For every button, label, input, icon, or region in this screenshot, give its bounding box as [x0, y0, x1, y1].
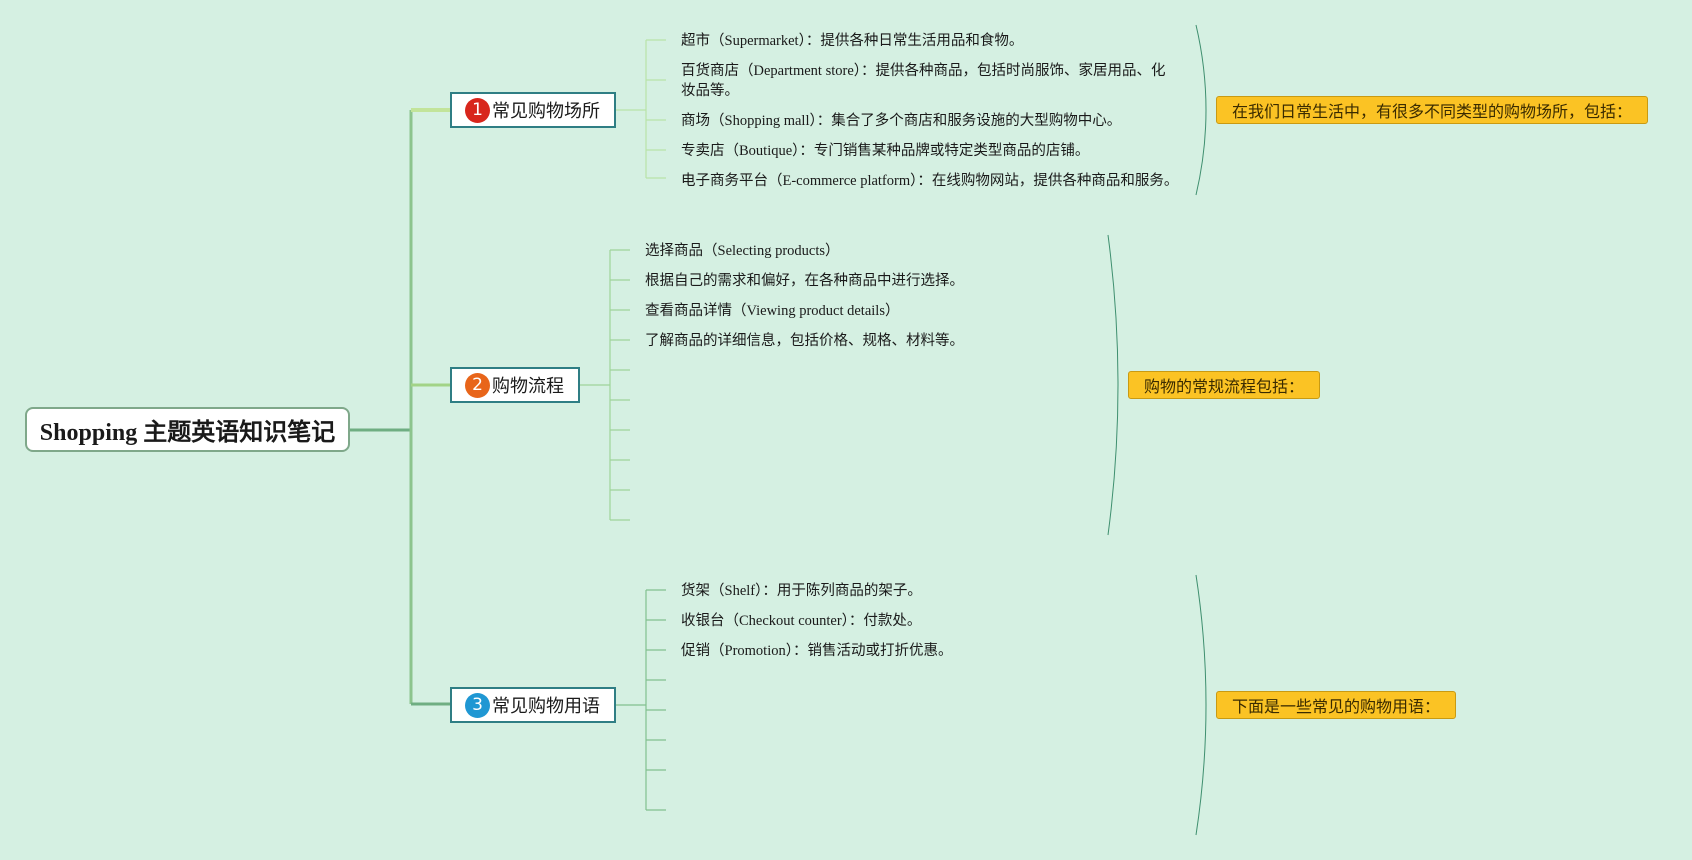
number-2-badge-icon: 2 [465, 372, 490, 398]
branch-2-topic[interactable]: 2 购物流程 [450, 367, 580, 403]
branch-3-item-1[interactable]: 货架（Shelf）：用于陈列商品的架子。 [681, 583, 922, 599]
branch-1-topic[interactable]: 1 常见购物场所 [450, 92, 616, 128]
branch-1-leaf-lines [616, 39, 666, 179]
number-1-badge-icon: 1 [465, 97, 490, 123]
summary-brace-2 [1107, 234, 1119, 536]
branch-3-label: 常见购物用语 [492, 696, 600, 717]
branch-2-summary[interactable]: 购物的常规流程包括： [1128, 371, 1321, 399]
branch-1-item-2[interactable]: 百货商店（Department store）：提供各种商品，包括时尚服饰、家居用… [681, 63, 1166, 99]
branch-1-item-1[interactable]: 超市（Supermarket）：提供各种日常生活用品和食物。 [681, 33, 1024, 49]
branch-3-item-3[interactable]: 促销（Promotion）：销售活动或打折优惠。 [681, 643, 953, 659]
branch-3-summary[interactable]: 下面是一些常见的购物用语： [1216, 691, 1457, 719]
summary-brace-1 [1195, 24, 1207, 196]
root-topic[interactable]: Shopping 主题英语知识笔记 [25, 407, 350, 452]
branch-1-item-3[interactable]: 商场（Shopping mall）：集合了多个商店和服务设施的大型购物中心。 [681, 113, 1122, 129]
branch-2-item-4[interactable]: 了解商品的详细信息，包括价格、规格、材料等。 [645, 333, 964, 349]
number-3-badge-icon: 3 [465, 692, 490, 718]
branch-1-item-4[interactable]: 专卖店（Boutique）：专门销售某种品牌或特定类型商品的店铺。 [681, 143, 1090, 159]
branch-2-item-3[interactable]: 查看商品详情（Viewing product details） [645, 303, 900, 319]
root-title: Shopping 主题英语知识笔记 [39, 420, 336, 446]
branch-1-item-5[interactable]: 电子商务平台（E-commerce platform）：在线购物网站，提供各种商… [681, 173, 1179, 189]
branch-3-leaf-lines [616, 589, 666, 811]
summary-brace-3 [1195, 574, 1207, 836]
branch-2-item-1[interactable]: 选择商品（Selecting products） [645, 243, 840, 259]
branch-2-leaf-lines [580, 249, 630, 521]
branch-2-item-2[interactable]: 根据自己的需求和偏好，在各种商品中进行选择。 [645, 273, 964, 289]
branch-3-topic[interactable]: 3 常见购物用语 [450, 687, 616, 723]
branch-3-item-2[interactable]: 收银台（Checkout counter）：付款处。 [681, 613, 922, 629]
branch-2-label: 购物流程 [492, 376, 564, 397]
branch-1-label: 常见购物场所 [492, 101, 600, 122]
branch-1-summary[interactable]: 在我们日常生活中，有很多不同类型的购物场所，包括： [1216, 96, 1649, 124]
